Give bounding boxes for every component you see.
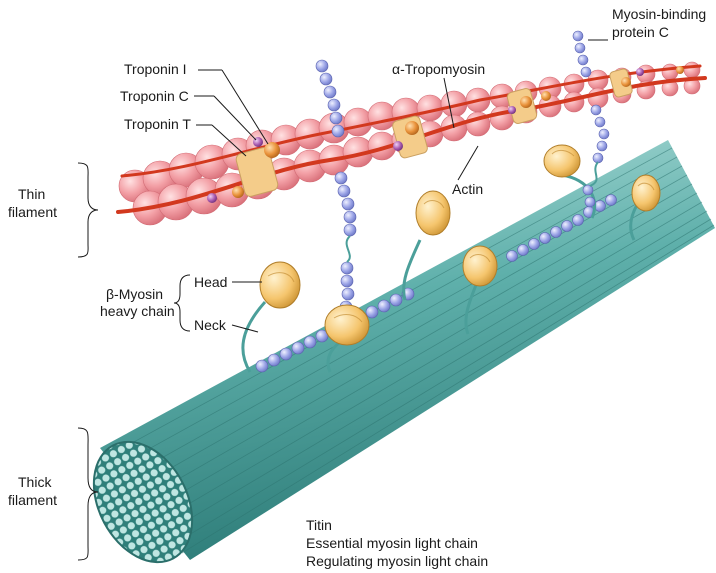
label-thin: Thin — [18, 186, 45, 203]
label-actin: Actin — [452, 181, 483, 198]
label-titin: Titin — [306, 517, 332, 534]
label-beta-myosin: β-Myosin — [106, 286, 163, 303]
label-heavy-chain: heavy chain — [100, 303, 175, 320]
label-troponin-c: Troponin C — [120, 88, 189, 105]
label-thick-filament: filament — [8, 492, 57, 509]
label-tropomyosin: α-Tropomyosin — [392, 61, 485, 78]
label-thin-filament: filament — [8, 204, 57, 221]
label-troponin-t: Troponin T — [124, 116, 191, 133]
label-regulating-mlc: Regulating myosin light chain — [306, 553, 488, 570]
label-head: Head — [194, 274, 227, 291]
label-protein-c: protein C — [612, 24, 669, 41]
label-thick: Thick — [18, 474, 51, 491]
label-essential-mlc: Essential myosin light chain — [306, 535, 478, 552]
label-myosin-binding: Myosin-binding — [612, 6, 706, 23]
label-neck: Neck — [194, 317, 226, 334]
label-troponin-i: Troponin I — [124, 61, 187, 78]
